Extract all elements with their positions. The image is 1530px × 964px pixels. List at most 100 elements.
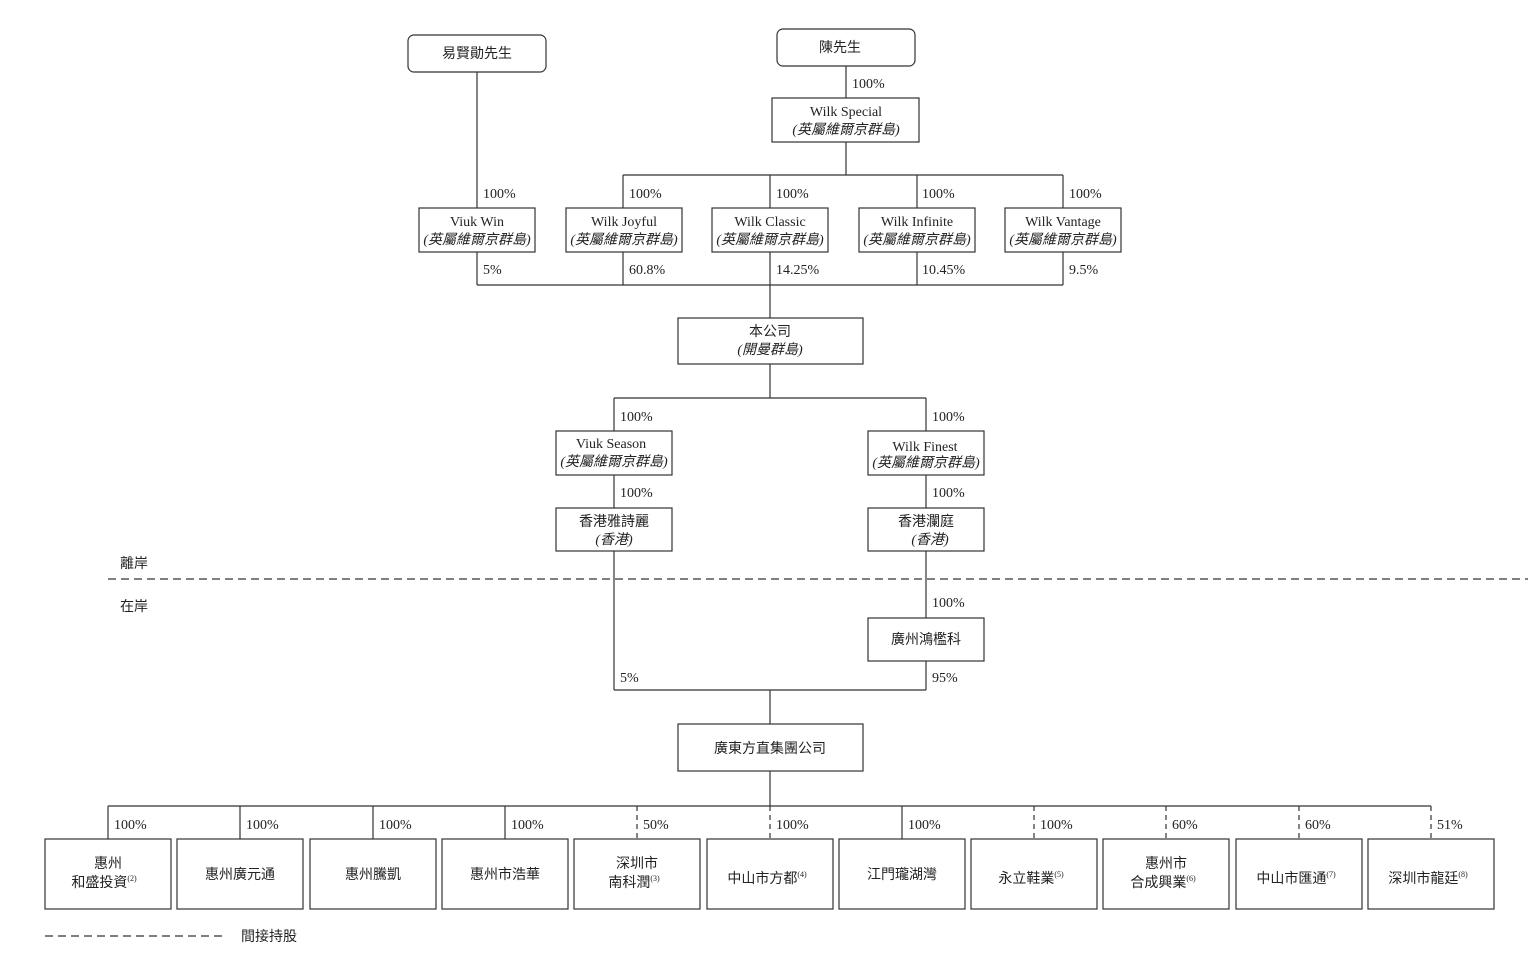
svg-text:(英屬維爾京群島): (英屬維爾京群島) bbox=[423, 232, 531, 248]
pct-sub11: 51% bbox=[1437, 818, 1463, 833]
entity-wilk-joyful: Wilk Joyful (英屬維爾京群島) bbox=[565, 207, 683, 253]
entity-wilk-classic: Wilk Classic (英屬維爾京群島) bbox=[711, 207, 829, 253]
entity-wilk-special: Wilk Special (英屬維爾京群島) bbox=[771, 97, 920, 143]
entity-viuk-season: Viuk Season (英屬維爾京群島) bbox=[555, 430, 673, 476]
svg-text:Viuk Win: Viuk Win bbox=[450, 215, 504, 230]
entity-viuk-win: Viuk Win (英屬維爾京群島) bbox=[418, 207, 536, 253]
pct-sub3: 100% bbox=[379, 818, 412, 833]
svg-text:惠州: 惠州 bbox=[94, 856, 122, 872]
pct-co-wilk-finest: 100% bbox=[932, 410, 965, 425]
svg-text:本公司: 本公司 bbox=[749, 324, 791, 340]
svg-text:Wilk Special: Wilk Special bbox=[810, 105, 882, 120]
svg-text:中山市匯通(7): 中山市匯通(7) bbox=[1256, 870, 1336, 887]
subsidiary-10: 中山市匯通(7) bbox=[1235, 838, 1363, 910]
pct-viuk-win-co: 5% bbox=[483, 263, 502, 278]
svg-text:Wilk Vantage: Wilk Vantage bbox=[1025, 215, 1101, 230]
pct-sub5: 50% bbox=[643, 818, 669, 833]
svg-text:惠州騰凱: 惠州騰凱 bbox=[345, 866, 401, 883]
pct-finest-lanting: 100% bbox=[932, 486, 965, 501]
pct-ws-vantage: 100% bbox=[1069, 187, 1102, 202]
svg-text:(英屬維爾京群島): (英屬維爾京群島) bbox=[716, 232, 824, 248]
entity-wilk-vantage: Wilk Vantage (英屬維爾京群島) bbox=[1004, 207, 1122, 253]
svg-text:(英屬維爾京群島): (英屬維爾京群島) bbox=[792, 122, 900, 138]
person-yi-name: 易賢勛先生 bbox=[442, 46, 512, 62]
pct-ws-infinite: 100% bbox=[922, 187, 955, 202]
entity-hk-yashili: 香港雅詩麗 (香港) bbox=[555, 507, 673, 552]
subsidiary-11: 深圳市龍廷(8) bbox=[1367, 838, 1495, 910]
svg-text:(英屬維爾京群島): (英屬維爾京群島) bbox=[570, 232, 678, 248]
svg-text:中山市方都(4): 中山市方都(4) bbox=[727, 870, 807, 887]
pct-sub1: 100% bbox=[114, 818, 147, 833]
pct-sub7: 100% bbox=[908, 818, 941, 833]
entity-hk-lanting: 香港瀾庭 (香港) bbox=[867, 507, 985, 552]
pct-sub4: 100% bbox=[511, 818, 544, 833]
pct-season-yashili: 100% bbox=[620, 486, 653, 501]
subsidiary-6: 中山市方都(4) bbox=[706, 838, 834, 910]
subsidiary-5: 深圳市 南科潤(3) bbox=[573, 838, 701, 910]
percentage-labels: 100% 100% 100% 100% 100% 100% 5% 60.8% 1… bbox=[114, 77, 1463, 833]
subsidiary-1: 惠州 和盛投資(2) bbox=[44, 838, 172, 910]
svg-text:Viuk Season: Viuk Season bbox=[576, 437, 646, 452]
svg-text:(香港): (香港) bbox=[595, 532, 633, 548]
svg-text:惠州市: 惠州市 bbox=[1145, 855, 1187, 872]
indirect-connector-lines bbox=[636, 806, 1432, 839]
svg-text:Wilk Infinite: Wilk Infinite bbox=[881, 215, 953, 230]
svg-text:(英屬維爾京群島): (英屬維爾京群島) bbox=[560, 454, 668, 470]
svg-text:南科潤(3): 南科潤(3) bbox=[608, 874, 660, 891]
pct-yashili-group: 5% bbox=[620, 671, 639, 686]
svg-text:惠州市浩華: 惠州市浩華 bbox=[470, 866, 540, 883]
svg-text:(開曼群島): (開曼群島) bbox=[737, 342, 803, 358]
person-chen-box bbox=[776, 28, 916, 67]
svg-text:Wilk Finest: Wilk Finest bbox=[892, 440, 957, 455]
person-chen-name: 陳先生 bbox=[819, 40, 861, 56]
svg-text:Wilk Joyful: Wilk Joyful bbox=[591, 215, 657, 230]
subsidiary-3: 惠州騰凱 bbox=[309, 838, 437, 910]
svg-text:香港瀾庭: 香港瀾庭 bbox=[898, 513, 954, 530]
entity-company: 本公司 (開曼群島) bbox=[677, 317, 864, 365]
svg-text:(英屬維爾京群島): (英屬維爾京群島) bbox=[1009, 232, 1117, 248]
svg-text:深圳市龍廷(8): 深圳市龍廷(8) bbox=[1388, 870, 1468, 887]
svg-text:Wilk Classic: Wilk Classic bbox=[734, 215, 805, 230]
svg-text:香港雅詩麗: 香港雅詩麗 bbox=[579, 514, 649, 530]
pct-co-viuk-season: 100% bbox=[620, 410, 653, 425]
entity-gd-group: 廣東方直集團公司 bbox=[677, 723, 864, 772]
svg-text:永立鞋業(5): 永立鞋業(5) bbox=[998, 870, 1064, 887]
svg-text:廣州鴻檻科: 廣州鴻檻科 bbox=[891, 631, 961, 648]
subsidiary-9: 惠州市 合成興業(6) bbox=[1102, 838, 1230, 910]
offshore-label: 離岸 bbox=[120, 555, 148, 572]
pct-hongjian-group: 95% bbox=[932, 671, 958, 686]
svg-text:(香港): (香港) bbox=[911, 532, 949, 548]
pct-ws-joyful: 100% bbox=[629, 187, 662, 202]
svg-text:江門瓏湖灣: 江門瓏湖灣 bbox=[867, 866, 937, 883]
entity-wilk-infinite: Wilk Infinite (英屬維爾京群島) bbox=[858, 207, 976, 253]
svg-text:深圳市: 深圳市 bbox=[616, 855, 658, 872]
pct-sub10: 60% bbox=[1305, 818, 1331, 833]
pct-chen-wilk-special: 100% bbox=[852, 77, 885, 92]
svg-text:和盛投資(2): 和盛投資(2) bbox=[71, 874, 137, 891]
pct-vantage-co: 9.5% bbox=[1069, 263, 1099, 278]
entity-gz-hongjian: 廣州鴻檻科 bbox=[867, 617, 985, 662]
pct-sub9: 60% bbox=[1172, 818, 1198, 833]
onshore-label: 在岸 bbox=[120, 599, 148, 615]
pct-sub2: 100% bbox=[246, 818, 279, 833]
pct-sub8: 100% bbox=[1040, 818, 1073, 833]
pct-lanting-hongjian: 100% bbox=[932, 596, 965, 611]
pct-sub6: 100% bbox=[776, 818, 809, 833]
pct-yi-viuk-win: 100% bbox=[483, 187, 516, 202]
subsidiary-2: 惠州廣元通 bbox=[176, 838, 304, 910]
subsidiary-7: 江門瓏湖灣 bbox=[838, 838, 966, 910]
pct-classic-co: 14.25% bbox=[776, 263, 820, 278]
svg-text:(英屬維爾京群島): (英屬維爾京群島) bbox=[863, 232, 971, 248]
entity-wilk-finest: Wilk Finest (英屬維爾京群島) bbox=[867, 430, 985, 476]
pct-joyful-co: 60.8% bbox=[629, 263, 666, 278]
connector-lines bbox=[107, 66, 1431, 839]
subsidiary-8: 永立鞋業(5) bbox=[970, 838, 1098, 910]
svg-text:惠州廣元通: 惠州廣元通 bbox=[205, 866, 275, 883]
legend-indirect-holding: 間接持股 bbox=[241, 928, 297, 945]
person-yi-box bbox=[407, 34, 547, 73]
pct-ws-classic: 100% bbox=[776, 187, 809, 202]
svg-text:合成興業(6): 合成興業(6) bbox=[1130, 874, 1196, 891]
svg-text:(英屬維爾京群島): (英屬維爾京群島) bbox=[872, 455, 980, 471]
svg-text:廣東方直集團公司: 廣東方直集團公司 bbox=[714, 740, 826, 757]
